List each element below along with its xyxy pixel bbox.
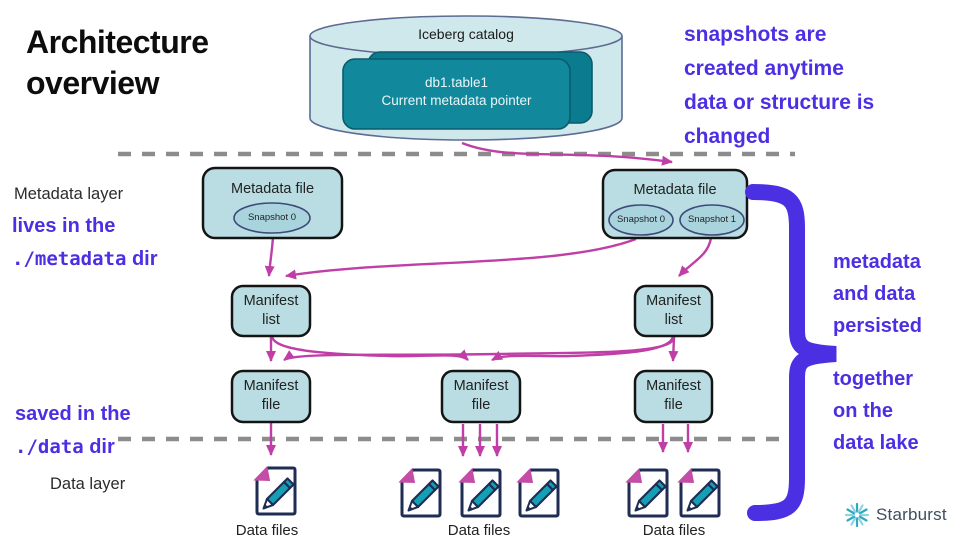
catalog-table-name: db1.table1 [424, 75, 489, 90]
snapshot0-right-label: Snapshot 0 [616, 214, 666, 225]
metadata-file-right-label: Metadata file [633, 182, 717, 198]
snapshot1-right-label: Snapshot 1 [687, 214, 737, 225]
data-file-icon [516, 467, 560, 518]
metadata-layer-label: Metadata layer [14, 185, 124, 203]
arrow-catalog-to-metadata-right [461, 141, 673, 166]
data-dir-suffix: dir [83, 436, 115, 458]
snapshot0-left-label: Snapshot 0 [247, 212, 297, 223]
note-metadata-dir-line1: lives in the [12, 215, 116, 237]
page-title: Architecture overview [26, 24, 209, 101]
data-file-icon [625, 467, 669, 518]
note-metadata-dir-line2: ./metadata dir [12, 243, 158, 276]
metadata-file-left-label: Metadata file [230, 181, 315, 197]
snapshot0-left-ellipse [233, 202, 311, 234]
data-file-icon [458, 467, 502, 518]
note-data-dir-line1: saved in the [15, 403, 131, 425]
note-metadata-dir: lives in the ./metadata dir [12, 210, 158, 276]
starburst-logo: Starburst [843, 501, 947, 529]
manifest-file-middle-box [440, 369, 522, 424]
note-snapshots: snapshots are created anytime data or st… [684, 23, 875, 148]
snapshot1-right-ellipse [679, 204, 745, 236]
data-file-icon [253, 465, 297, 516]
brace-note-top: metadata and data persisted [833, 251, 922, 337]
data-layer-label: Data layer [50, 475, 126, 493]
flow-arrows [264, 141, 713, 457]
arrow-listright-to-fileleft [283, 335, 676, 362]
data-files-right-label: Data files [642, 522, 706, 539]
manifest-list-left-box [230, 284, 312, 338]
arrow-metaleft-to-listleft [264, 236, 275, 277]
data-file-icon [398, 467, 442, 518]
arrow-metaright-snap1-to-listright [678, 237, 713, 277]
data-files-middle-group [398, 467, 560, 518]
iceberg-catalog-cylinder [309, 15, 623, 141]
arrow-metaright-snap0-to-listleft [285, 237, 637, 280]
catalog-pointer-text: db1.table1 Current metadata pointer [343, 74, 570, 110]
starburst-logo-text: Starburst [876, 505, 947, 524]
manifest-file-middle-label: Manifest file [453, 378, 509, 413]
data-files-left-group [253, 465, 297, 516]
manifest-file-right-box [633, 369, 714, 424]
metadata-pointer-box [342, 58, 571, 130]
manifest-file-right-label: Manifest file [646, 378, 701, 413]
note-data-dir-line2: ./data dir [15, 431, 131, 464]
snapshot0-right-ellipse [608, 204, 674, 236]
data-file-icon [677, 467, 721, 518]
manifest-file-left-label: Manifest file [243, 378, 299, 413]
data-path: ./data [15, 436, 84, 458]
metadata-path: ./metadata [12, 248, 127, 270]
catalog-pointer-label: Current metadata pointer [381, 93, 532, 108]
data-files-right-group [625, 467, 721, 518]
data-files-middle-label: Data files [447, 522, 511, 539]
manifest-file-left-box [230, 369, 312, 424]
note-data-dir: saved in the ./data dir [15, 398, 131, 464]
brace-right [745, 184, 837, 521]
manifest-list-left-label: Manifest list [243, 293, 299, 328]
catalog-label: Iceberg catalog [418, 26, 514, 42]
arrow-listright-to-fileright [668, 336, 679, 362]
brace-note-bottom: together on the data lake [833, 368, 919, 454]
data-files-left-label: Data files [235, 522, 299, 539]
manifest-list-right-box [633, 284, 714, 338]
metadata-dir-suffix: dir [126, 248, 158, 270]
manifest-list-right-label: Manifest list [646, 293, 701, 328]
starburst-icon [844, 502, 870, 528]
